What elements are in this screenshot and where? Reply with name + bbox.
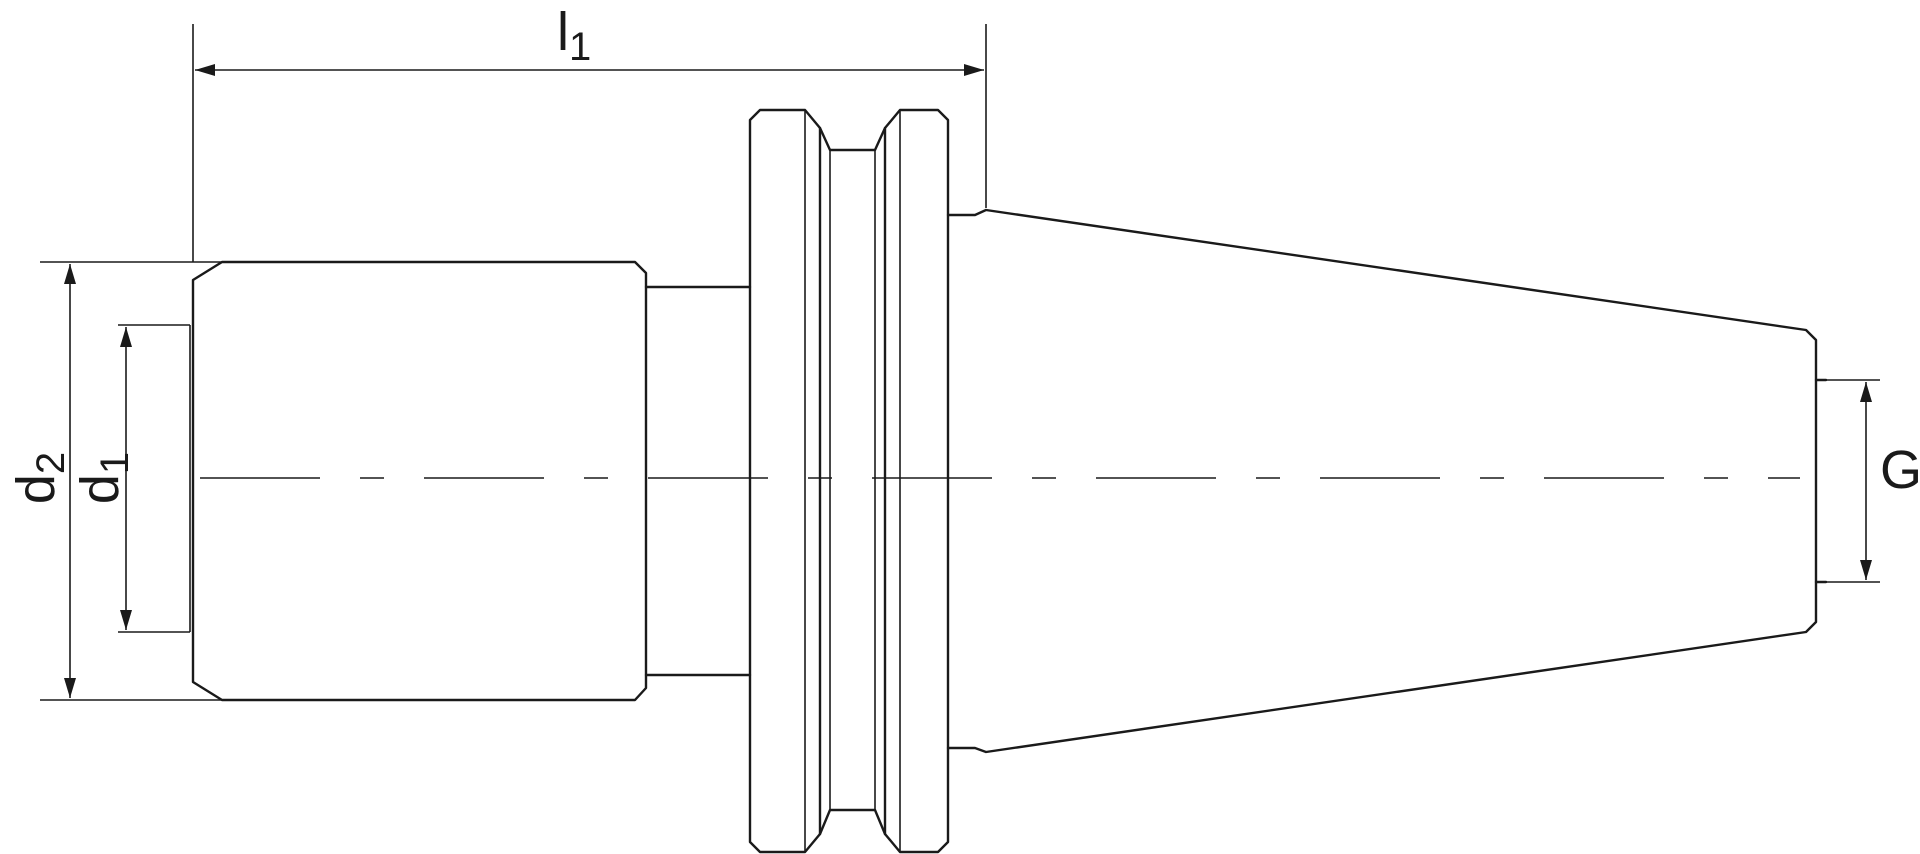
flange-left-ring [748,108,822,854]
g-label: G [1880,440,1920,500]
flange-right-ring [883,108,950,854]
dimension-d2: d2 [6,261,222,701]
l1-symbol: l [557,2,569,62]
d1-label: d1 [70,452,137,504]
d1-arrow-bottom [120,610,132,630]
d2-label: d2 [6,452,73,504]
dimension-d1: d1 [70,324,190,633]
flange-groove [818,126,887,836]
d2-symbol: d [6,474,66,504]
l1-arrow-left [195,64,215,76]
neck-outline [644,285,752,677]
d2-subscript: 2 [29,452,73,474]
d1-symbol: d [70,474,130,504]
g-arrow-bottom [1860,560,1872,580]
taper-outline [946,208,1818,754]
l1-label: l1 [557,2,591,69]
flange [748,108,950,854]
shank-outline [191,260,648,702]
g-arrow-top [1860,382,1872,402]
dimension-l1: l1 [195,2,984,76]
l1-arrow-right [964,64,984,76]
d2-arrow-top [64,264,76,284]
d2-arrow-bottom [64,678,76,698]
thread-stub [1814,378,1828,584]
dimension-g: G [1826,379,1920,583]
l1-subscript: 1 [569,25,591,69]
d1-arrow-top [120,327,132,347]
d1-subscript: 1 [93,452,137,474]
